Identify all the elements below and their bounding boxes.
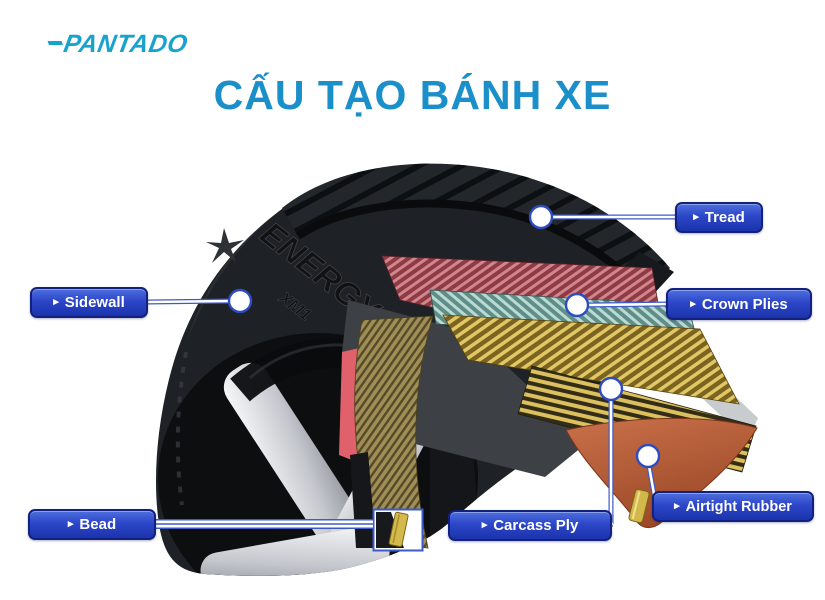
label-tread-text: Tread bbox=[704, 209, 745, 226]
connectors bbox=[147, 204, 676, 529]
bead-detail-box bbox=[372, 508, 424, 552]
label-airtight-rubber[interactable]: ▸ Airtight Rubber bbox=[652, 491, 814, 522]
airtight-rubber-connector-dot bbox=[635, 443, 661, 469]
crown-plies-connector-dot bbox=[564, 292, 590, 318]
arrow-right-icon: ▸ bbox=[693, 211, 699, 223]
page-title: CẤU TẠO BÁNH XE bbox=[213, 72, 612, 118]
arrow-right-icon: ▸ bbox=[53, 296, 59, 308]
label-crown-plies[interactable]: ▸ Crown Plies bbox=[666, 288, 812, 320]
label-bead[interactable]: ▸ Bead bbox=[28, 509, 156, 540]
label-carcass-ply[interactable]: ▸ Carcass Ply bbox=[448, 510, 612, 541]
arrow-right-icon: ▸ bbox=[674, 500, 680, 512]
cutaway-layers bbox=[339, 255, 758, 549]
star-emblem bbox=[206, 228, 244, 263]
arrow-right-icon: ▸ bbox=[690, 297, 696, 310]
carcass-side-weave bbox=[354, 315, 434, 549]
pantado-logo: PANTADO bbox=[45, 30, 190, 59]
label-sidewall-text: Sidewall bbox=[64, 294, 125, 311]
carcass-ply-connector-dot bbox=[598, 376, 624, 402]
sidewall-connector-dot bbox=[227, 288, 253, 314]
label-airtight-rubber-text: Airtight Rubber bbox=[685, 498, 792, 515]
label-crown-plies-text: Crown Plies bbox=[701, 295, 788, 313]
bead-wire-end bbox=[628, 488, 650, 524]
arrow-right-icon: ▸ bbox=[481, 519, 488, 531]
label-sidewall[interactable]: ▸ Sidewall bbox=[30, 287, 148, 318]
arrow-right-icon: ▸ bbox=[67, 518, 74, 530]
label-carcass-ply-text: Carcass Ply bbox=[493, 517, 579, 534]
label-bead-text: Bead bbox=[79, 516, 117, 533]
tread-connector-dot bbox=[528, 204, 554, 230]
wheel-spoke bbox=[200, 525, 390, 576]
label-tread[interactable]: ▸ Tread bbox=[675, 202, 763, 233]
belt-gold-layer bbox=[442, 314, 740, 405]
